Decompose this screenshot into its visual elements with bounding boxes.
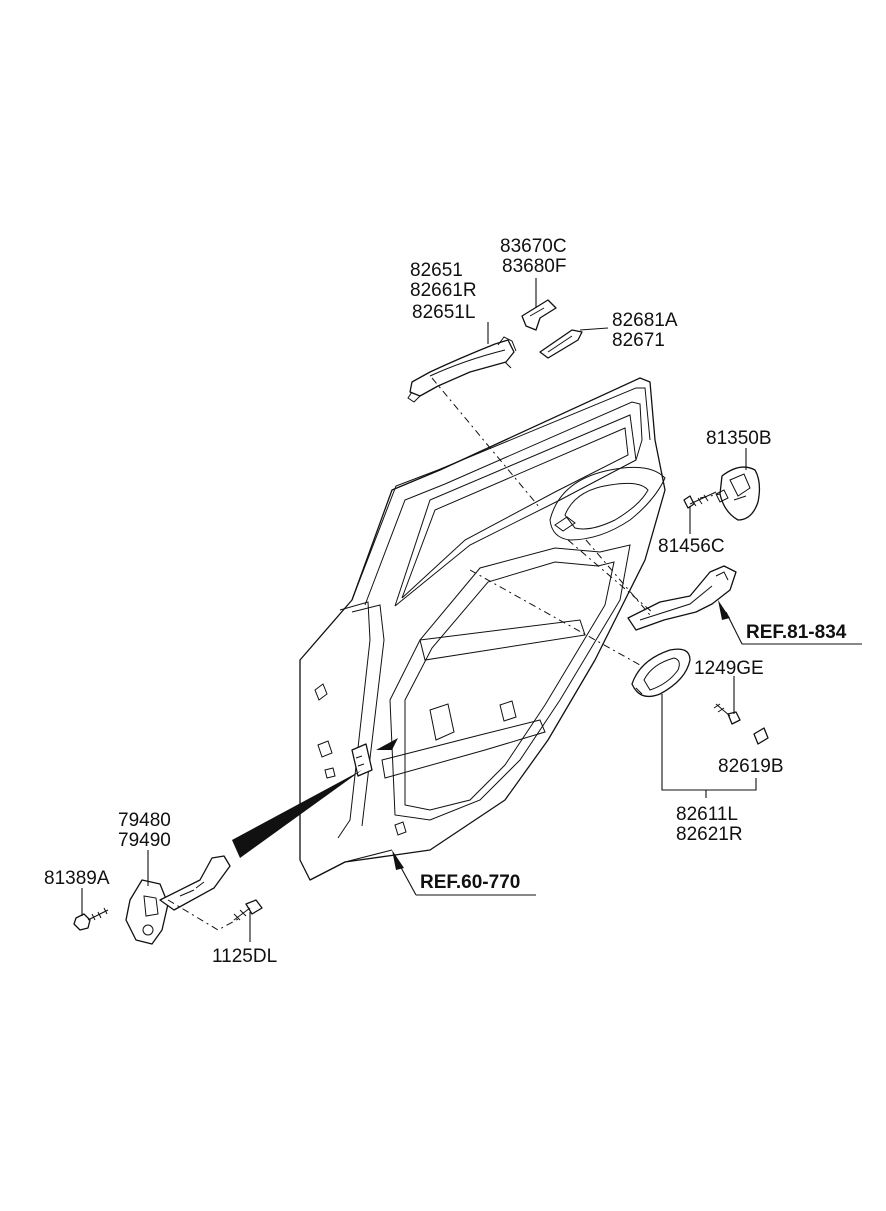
label-checker-screw: 1125DL [212, 946, 277, 967]
door-checker [125, 855, 231, 945]
leader-lines [81, 278, 862, 942]
handle-cover [521, 299, 557, 331]
outside-handle [407, 336, 517, 403]
checker-bolt [73, 907, 109, 931]
label-inner-handle-2: 82621R [676, 824, 743, 845]
inside-remote [627, 565, 737, 631]
label-handle-cover-1: 83670C [500, 236, 567, 257]
label-inner-cap: 82619B [718, 756, 784, 777]
latch-cover [715, 466, 761, 521]
inside-handle [631, 648, 691, 698]
label-handle-cap-1: 82681A [612, 310, 678, 331]
label-outer-handle-3: 82651L [412, 302, 475, 323]
assembly-lines [167, 377, 721, 931]
label-checker-1: 79480 [118, 810, 171, 831]
inner-cap [753, 727, 769, 745]
checker-arrow [232, 770, 362, 858]
door-panel [299, 377, 666, 881]
latch-arrow [376, 738, 398, 750]
label-handle-cap-2: 82671 [612, 330, 665, 351]
label-ref-81-834: REF.81-834 [746, 622, 847, 643]
label-checker-2: 79490 [118, 830, 171, 851]
label-inner-handle-1: 82611L [676, 804, 738, 825]
part-labels: 82651 82661R 82651L 83670C 83680F 82681A… [44, 236, 847, 967]
label-handle-cover-2: 83680F [502, 256, 566, 277]
label-outer-handle-2: 82661R [410, 280, 477, 301]
label-latch-cover: 81350B [706, 428, 772, 449]
handle-cap [539, 329, 583, 359]
label-latch-screw: 81456C [658, 536, 725, 557]
inner-bolt [713, 703, 741, 725]
checker-screw [233, 899, 263, 921]
label-ref-60-770: REF.60-770 [420, 872, 520, 893]
label-inner-bolt: 1249GE [694, 658, 764, 679]
label-outer-handle-1: 82651 [410, 260, 463, 281]
label-checker-bolt: 81389A [44, 868, 110, 889]
latch-screw [683, 491, 717, 509]
